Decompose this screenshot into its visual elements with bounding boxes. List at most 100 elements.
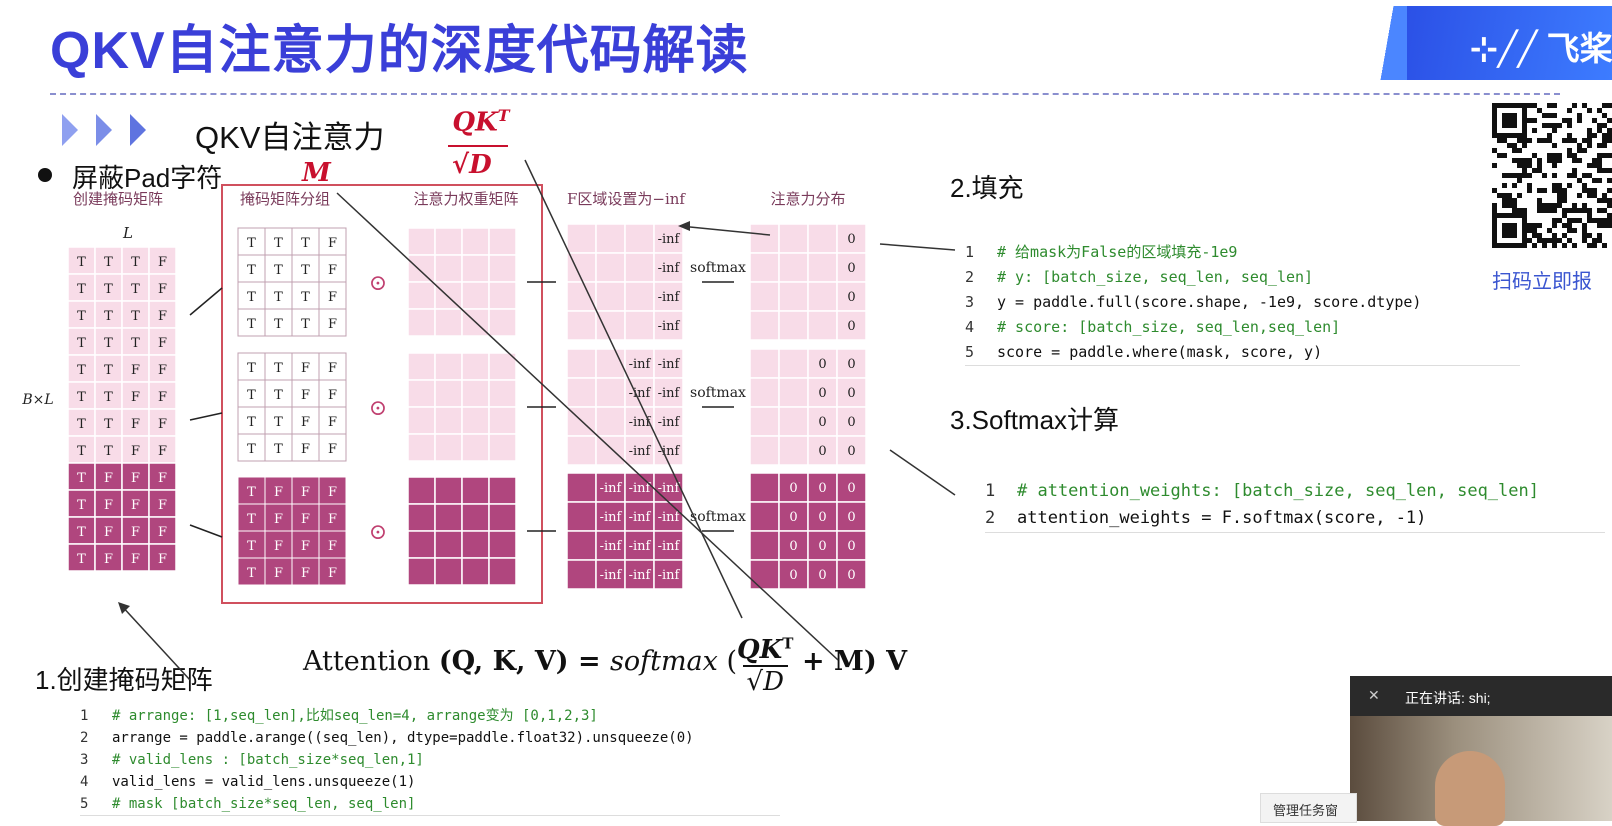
mask-cell-value: T (131, 336, 140, 351)
group-mask-value: T (274, 415, 283, 430)
qr-module (1592, 178, 1597, 183)
qr-module (1607, 198, 1612, 203)
qr-module (1537, 108, 1542, 113)
weight-cell (407, 476, 436, 505)
qr-module (1597, 238, 1602, 243)
qr-module (1567, 238, 1572, 243)
group-mask-value: F (328, 290, 337, 305)
qr-module (1577, 218, 1582, 223)
code-text: # valid_lens : [batch_size*seq_len,1] (112, 752, 424, 768)
code-text: # mask [batch_size*seq_len, seq_len] (112, 796, 416, 812)
mask-cell-value: F (131, 525, 140, 540)
qr-module (1502, 173, 1507, 178)
qr-module (1607, 138, 1612, 143)
dist-cell (749, 435, 780, 466)
dist-cell (749, 559, 780, 590)
code-text: attention_weights = F.softmax(score, -1) (1017, 508, 1427, 528)
dist-value: 0 (818, 510, 826, 525)
mask-cell (121, 246, 150, 275)
softmax-label: softmax (690, 509, 746, 525)
qr-module (1552, 188, 1557, 193)
qr-module (1587, 173, 1592, 178)
qr-module (1512, 158, 1517, 163)
group-mask-value: F (328, 236, 337, 251)
qr-module (1587, 108, 1592, 113)
inf-cell (566, 472, 597, 503)
weight-cell (488, 406, 517, 435)
manage-tasks-button[interactable]: 管理任务窗 (1260, 793, 1357, 823)
mask-cell-value: F (104, 471, 113, 486)
qr-finder-core (1502, 113, 1517, 128)
group-mask-value: F (328, 512, 337, 527)
dist-value: 0 (847, 568, 855, 583)
dist-cell (749, 223, 780, 254)
code-text: # arrange: [1,seq_len],比如seq_len=4, arra… (112, 708, 598, 724)
qr-code-icon[interactable] (1492, 103, 1612, 253)
qr-module (1572, 168, 1577, 173)
line-number: 3 (965, 293, 975, 311)
mask-cell (67, 246, 96, 275)
qr-module (1602, 133, 1607, 138)
group-mask-value: T (247, 442, 256, 457)
odot-operator: ⊙ (369, 396, 387, 421)
weight-cell (434, 352, 463, 381)
formula-t: T (782, 634, 794, 652)
group-mask-cell (237, 503, 266, 532)
softmax-label: softmax (690, 260, 746, 276)
speaker-video-feed (1350, 716, 1612, 826)
dist-cell (778, 252, 809, 283)
qr-module (1507, 173, 1512, 178)
qr-module (1587, 193, 1592, 198)
group-mask-cell (237, 254, 266, 283)
qr-module (1537, 158, 1542, 163)
mic-off-icon[interactable]: ✕ (1368, 687, 1380, 703)
group-mask-value: F (328, 388, 337, 403)
group-mask-value: F (328, 442, 337, 457)
qr-module (1607, 218, 1612, 223)
inf-cell (566, 530, 597, 561)
code-line: 1# attention_weights: [batch_size, seq_l… (985, 478, 1605, 505)
qr-module (1532, 223, 1537, 228)
qr-module (1577, 148, 1582, 153)
group-mask-cell (237, 557, 266, 586)
scan-text[interactable]: 扫码立即报 (1492, 271, 1592, 293)
dist-value: 0 (818, 357, 826, 372)
weight-cell (407, 352, 436, 381)
inf-value: -inf (658, 319, 681, 334)
qr-module (1577, 158, 1582, 163)
inf-cell (566, 377, 597, 408)
qr-module (1587, 218, 1592, 223)
dist-cell (749, 472, 780, 503)
qr-module (1572, 243, 1577, 248)
weight-cell (434, 281, 463, 310)
dist-value: 0 (818, 481, 826, 496)
qr-module (1562, 243, 1567, 248)
qr-module (1547, 203, 1552, 208)
qr-module (1552, 183, 1557, 188)
group-mask-value: T (274, 236, 283, 251)
attention-formula: Attention (Q, K, V) = softmax ( QKT √D +… (303, 628, 907, 697)
qr-module (1517, 158, 1522, 163)
line-number: 2 (985, 508, 996, 528)
line-number: 2 (80, 730, 89, 746)
qr-module (1572, 218, 1577, 223)
qr-module (1512, 203, 1517, 208)
mask-cell (121, 381, 150, 410)
formula-d: D (763, 666, 784, 697)
qr-module (1502, 203, 1507, 208)
group-mask-value: F (274, 566, 283, 581)
qr-module (1512, 208, 1517, 213)
mask-cell-value: T (104, 363, 113, 378)
weight-cell (407, 557, 436, 586)
qr-module (1542, 113, 1547, 118)
group-mask-value: F (301, 442, 310, 457)
speaker-video-window[interactable]: ✕ 正在讲话: shi; (1350, 676, 1612, 826)
inf-cell (566, 406, 597, 437)
qr-module (1607, 168, 1612, 173)
inf-cell (624, 310, 655, 341)
qr-module (1572, 153, 1577, 158)
mask-cell-value: T (77, 255, 86, 270)
mask-cell-value: F (158, 255, 167, 270)
